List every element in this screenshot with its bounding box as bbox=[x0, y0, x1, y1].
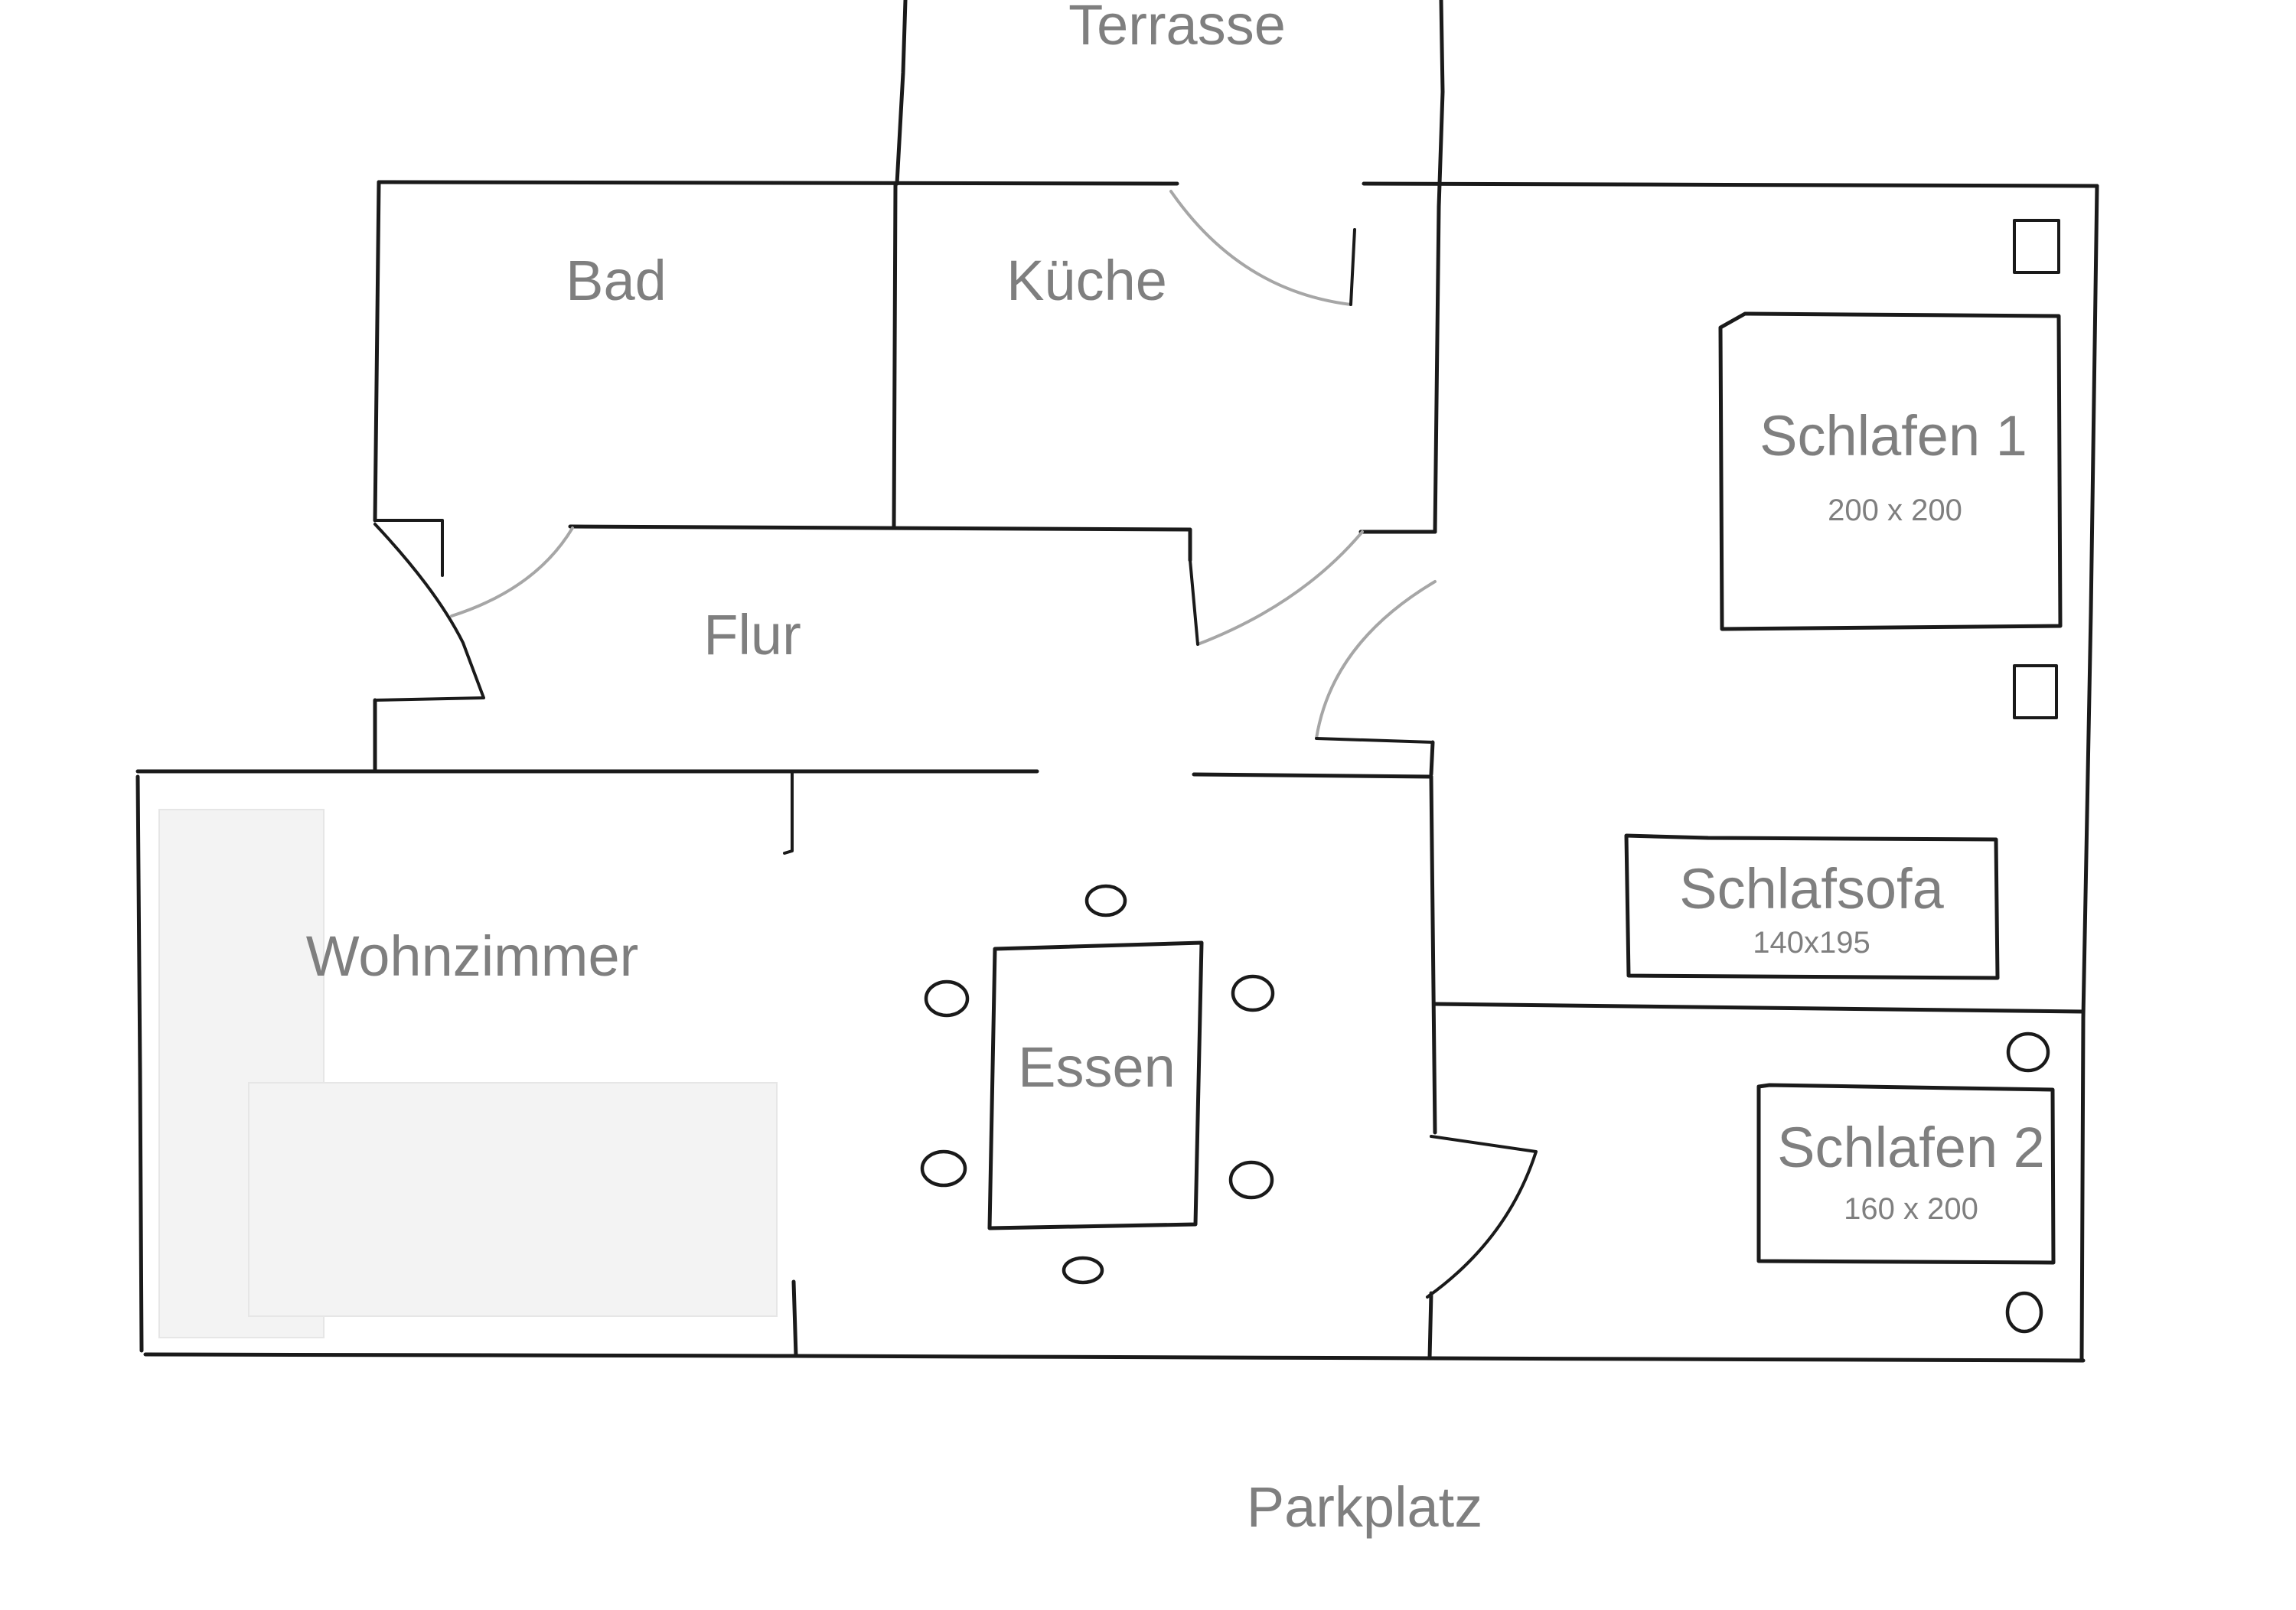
paper-smudges bbox=[158, 809, 778, 1338]
flur-bottom-wall-right bbox=[1192, 772, 1433, 779]
label-schlafen-1: Schlafen 1 bbox=[1760, 404, 2027, 468]
bottom-exterior-wall bbox=[143, 1352, 2086, 1363]
bed-schlafen-1 bbox=[1718, 311, 2063, 631]
label-terrasse: Terrasse bbox=[1068, 0, 1286, 57]
room-labels: Terrasse Bad Küche Flur Schlafen 1 200 x… bbox=[306, 0, 2045, 1539]
label-schlafsofa: Schlafsofa bbox=[1679, 857, 1944, 921]
nightstand-2-bottom bbox=[2005, 1291, 2043, 1334]
nightstand-2-top bbox=[2006, 1032, 2050, 1073]
kitchen-door-leaf bbox=[1189, 559, 1199, 646]
label-parkplatz: Parkplatz bbox=[1247, 1475, 1482, 1539]
bedroom-corridor-right-wall bbox=[1429, 740, 1435, 777]
dining-right-wall-lower bbox=[1427, 1291, 1433, 1361]
label-wohnzimmer: Wohnzimmer bbox=[306, 924, 639, 988]
kitchen-door-arc bbox=[1196, 530, 1364, 646]
label-schlafen-1-size: 200 x 200 bbox=[1828, 494, 1962, 527]
kitchen-right-wall bbox=[1433, 204, 1441, 534]
nightstand-1-top bbox=[2013, 219, 2060, 274]
terrace-left-wall bbox=[895, 0, 908, 186]
dining-right-wall bbox=[1429, 774, 1437, 1135]
bath-door-arc bbox=[450, 526, 574, 618]
flur-top-wall bbox=[568, 524, 1192, 562]
terrace-door-leaf bbox=[1349, 228, 1356, 306]
terrace-door-arc bbox=[1169, 190, 1352, 306]
doors bbox=[373, 190, 1538, 1299]
label-schlafen-2-size: 160 x 200 bbox=[1844, 1192, 1978, 1226]
bedroom-divider-wall bbox=[1433, 1002, 2086, 1014]
chair-bottom bbox=[1062, 1256, 1104, 1285]
label-essen: Essen bbox=[1018, 1035, 1176, 1099]
label-flur: Flur bbox=[703, 603, 801, 666]
chair-top bbox=[1084, 884, 1127, 917]
chair-left-top bbox=[924, 979, 970, 1018]
right-exterior-wall bbox=[2079, 184, 2099, 1363]
chair-left-bottom bbox=[920, 1149, 967, 1188]
dining-table bbox=[987, 940, 1204, 1230]
bedroom2-door-arc bbox=[1426, 1150, 1538, 1299]
nightstand-1-bottom bbox=[2013, 664, 2058, 719]
living-room-lower-stub bbox=[791, 1279, 798, 1358]
label-kueche: Küche bbox=[1006, 249, 1167, 312]
chair-right-bottom bbox=[1228, 1160, 1274, 1200]
bedroom2-door-leaf bbox=[1426, 1135, 1538, 1299]
bath-kitchen-divider bbox=[892, 181, 898, 530]
flur-top-left bbox=[373, 519, 444, 577]
bed-schlafen-2 bbox=[1756, 1083, 2056, 1265]
chair-right-top bbox=[1231, 974, 1275, 1012]
bedroom1-door-arc bbox=[1315, 580, 1437, 740]
terrace-right-wall bbox=[1437, 0, 1445, 209]
bedroom1-door-leaf bbox=[1315, 737, 1434, 744]
walls bbox=[135, 0, 2099, 1363]
label-schlafen-2: Schlafen 2 bbox=[1777, 1116, 2045, 1179]
furniture bbox=[920, 219, 2063, 1334]
top-wall-bath-kitchen bbox=[377, 180, 1179, 186]
sofa-bed bbox=[1624, 833, 2000, 980]
bath-door-leaf bbox=[373, 523, 485, 702]
label-schlafsofa-size: 140x195 bbox=[1753, 926, 1870, 960]
left-exterior-wall bbox=[135, 774, 144, 1353]
top-wall-right bbox=[1362, 181, 2099, 188]
label-bad: Bad bbox=[566, 249, 667, 312]
bath-left-wall bbox=[373, 180, 381, 523]
living-room-stub bbox=[783, 771, 794, 855]
